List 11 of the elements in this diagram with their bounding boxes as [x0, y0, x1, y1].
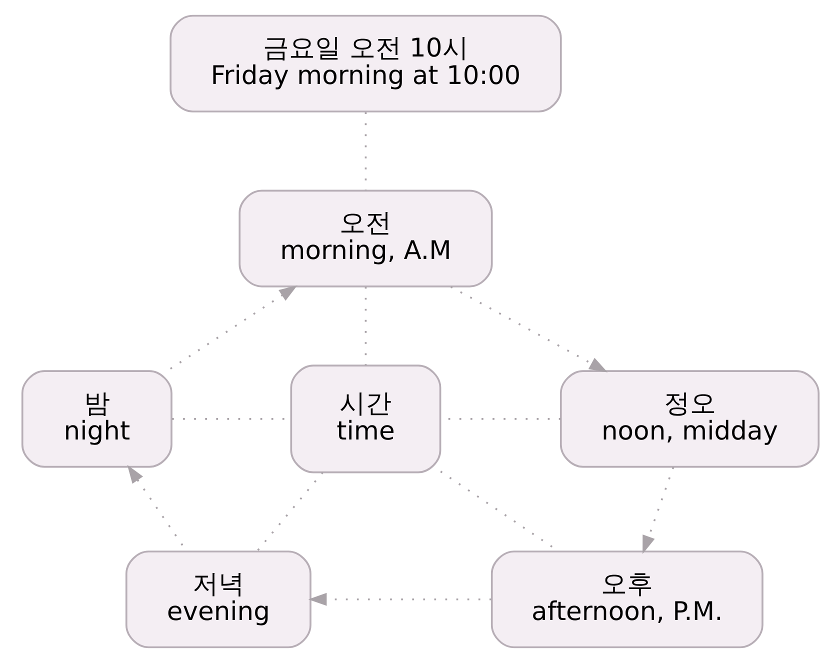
node-box: 밤 night — [20, 370, 172, 468]
node-box: 오후 afternoon, P.M. — [490, 550, 763, 648]
node-box: 정오 noon, midday — [559, 370, 820, 468]
arrow — [642, 466, 674, 554]
node-box: 오전 morning, A.M — [238, 190, 492, 288]
node-box: 시간 time — [290, 364, 441, 474]
node-box: 금요일 오전 10시 Friday morning at 10:00 — [169, 14, 562, 112]
node-box: 저녁 evening — [124, 550, 311, 648]
connector — [256, 472, 323, 552]
arrow — [450, 286, 608, 372]
arrow — [308, 592, 491, 606]
